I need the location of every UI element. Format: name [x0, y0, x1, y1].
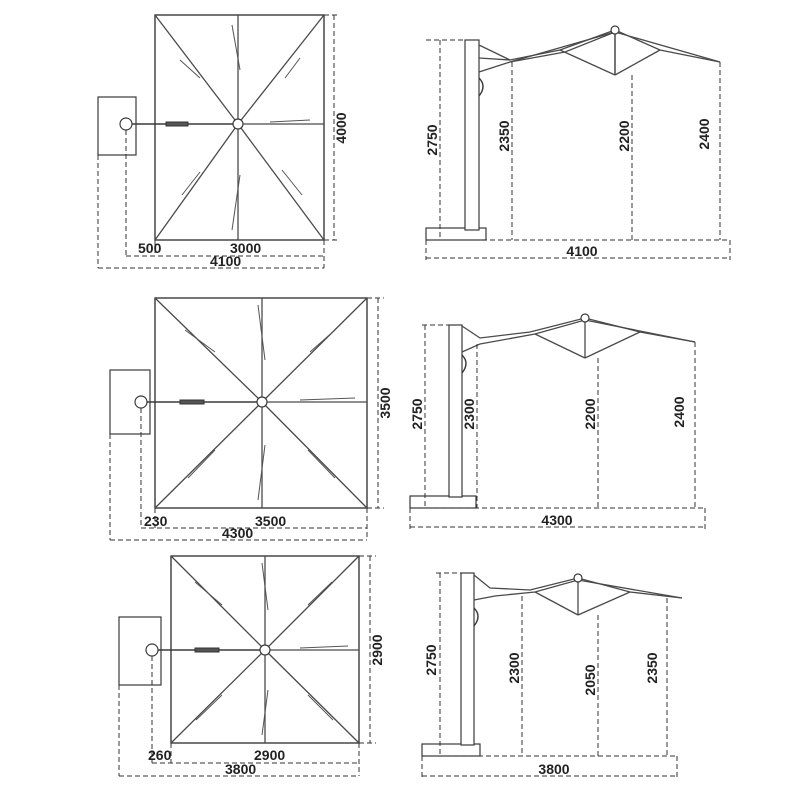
dim-depth: 3500	[377, 387, 393, 418]
base-weight	[425, 227, 487, 241]
side-view-1: 2750 2350 2200 2400 4100	[424, 25, 731, 260]
dim-offset: 500	[138, 240, 162, 256]
dim-pole-height: 2750	[423, 644, 439, 675]
pole	[460, 572, 475, 746]
dim-pole-height: 2750	[424, 124, 440, 155]
dim-offset: 260	[148, 747, 172, 763]
canopy-ribs	[154, 14, 325, 241]
top-view-1: 500 3000 4100 4000	[97, 14, 349, 269]
rib-struts	[179, 24, 311, 231]
side-view-2: 2750 2300 2200 2400 4300	[409, 313, 706, 530]
canopy-outline	[154, 297, 368, 509]
canopy-frame	[473, 574, 683, 616]
pole-handle	[478, 77, 484, 97]
dim-height-2: 2200	[582, 398, 598, 429]
canopy-hub	[256, 396, 268, 408]
dim-total-width: 3800	[225, 761, 256, 777]
dim-height-3: 2400	[696, 118, 712, 149]
top-view-2: 230 3500 4300 3500	[109, 297, 393, 541]
model-3: 260 2900 3800 2900	[118, 555, 683, 778]
dim-height-1: 2300	[461, 398, 477, 429]
pole-handle	[461, 354, 467, 374]
canopy-ribs	[170, 555, 360, 744]
dim-offset: 230	[144, 513, 168, 529]
dim-depth: 2900	[369, 634, 385, 665]
dim-side-total-width: 3800	[538, 761, 569, 777]
dim-total-width: 4300	[222, 525, 253, 541]
dim-canopy-width: 3000	[230, 240, 261, 256]
dim-pole-height: 2750	[409, 398, 425, 429]
boom-grip	[194, 647, 220, 653]
dim-height-3: 2400	[671, 396, 687, 427]
pole-hub	[134, 395, 148, 409]
dim-height-1: 2300	[506, 652, 522, 683]
dim-side-total-width: 4300	[541, 512, 572, 528]
dim-side-total-width: 4100	[566, 243, 597, 259]
dim-depth: 4000	[333, 112, 349, 143]
rib-struts	[184, 304, 356, 501]
pole	[448, 324, 463, 498]
canopy-hub	[232, 118, 244, 130]
canopy-ribs	[154, 297, 368, 509]
rib-struts	[194, 562, 349, 736]
dim-height-3: 2350	[644, 652, 660, 683]
canopy-frame	[478, 29, 721, 76]
canopy-hub	[259, 644, 271, 656]
model-1: 500 3000 4100 4000	[97, 14, 731, 269]
boom-grip	[165, 121, 189, 127]
dim-height-1: 2350	[496, 120, 512, 151]
canopy-frame	[461, 317, 696, 359]
pole-hub	[145, 643, 159, 657]
dim-height-2: 2050	[582, 664, 598, 695]
top-view-3: 260 2900 3800 2900	[118, 555, 385, 777]
side-view-3: 2750 2300 2050 2350 3800	[421, 572, 683, 778]
base-weight	[421, 743, 481, 757]
pole-hub	[119, 117, 133, 131]
model-2: 230 3500 4300 3500	[109, 297, 706, 541]
canopy-outline	[154, 14, 325, 241]
pole-handle	[473, 607, 479, 627]
dim-canopy-width: 2900	[254, 747, 285, 763]
pole	[464, 39, 480, 231]
base-weight	[409, 495, 477, 509]
dim-canopy-width: 3500	[255, 513, 286, 529]
boom-grip	[179, 399, 205, 405]
dim-height-2: 2200	[616, 120, 632, 151]
dim-total-width: 4100	[210, 253, 241, 269]
